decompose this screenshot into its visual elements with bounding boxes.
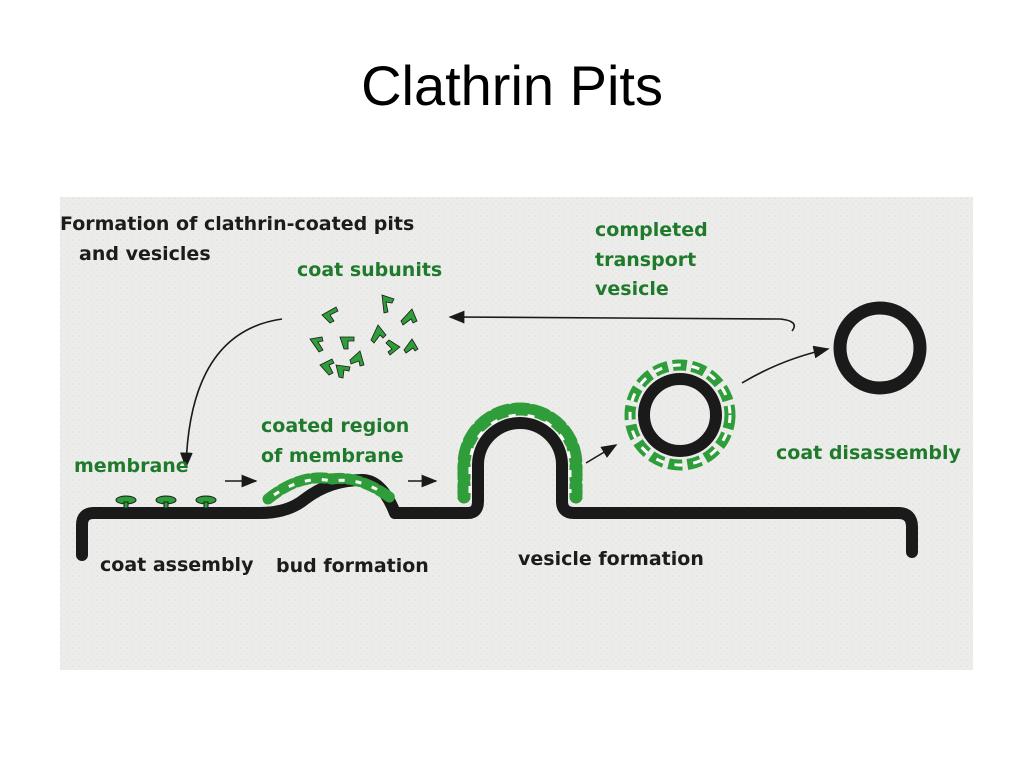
background-texture — [60, 197, 973, 670]
free-coat-subunits — [309, 294, 419, 379]
label-completed-line2: transport — [595, 249, 697, 271]
coated-region-highlight — [273, 478, 387, 497]
arrow-coated-to-completed — [741, 345, 830, 384]
diagram-heading-line1: Formation of clathrin-coated pits — [60, 213, 415, 235]
coated-vesicle — [624, 359, 736, 471]
arrow-subunits-to-membrane — [180, 318, 283, 469]
label-completed-line3: vesicle — [595, 278, 669, 300]
label-coat-assembly: coat assembly — [100, 554, 254, 576]
label-vesicle-formation: vesicle formation — [518, 548, 704, 570]
arrow-vesicle-to-subunits — [448, 310, 796, 332]
completed-vesicle — [833, 301, 927, 395]
coat-assembly-subunits — [115, 495, 217, 509]
label-completed-line1: completed — [595, 219, 708, 241]
label-membrane: membrane — [74, 455, 189, 477]
label-coat-disassembly: coat disassembly — [776, 442, 961, 464]
label-coated-region-line1: coated region — [261, 415, 410, 437]
diagram-heading-line2: and vesicles — [79, 243, 211, 265]
label-bud-formation: bud formation — [276, 555, 429, 577]
clathrin-diagram: Formation of clathrin-coated pits and ve… — [60, 197, 973, 670]
plasma-membrane — [76, 417, 918, 561]
slide-title: Clathrin Pits — [361, 54, 663, 117]
diagram-canvas — [60, 197, 973, 670]
coated-bud — [457, 402, 583, 504]
label-coated-region-line2: of membrane — [261, 445, 404, 467]
label-coat-subunits: coat subunits — [297, 259, 443, 281]
arrow-coated-bud-to-vesicle — [585, 444, 618, 464]
